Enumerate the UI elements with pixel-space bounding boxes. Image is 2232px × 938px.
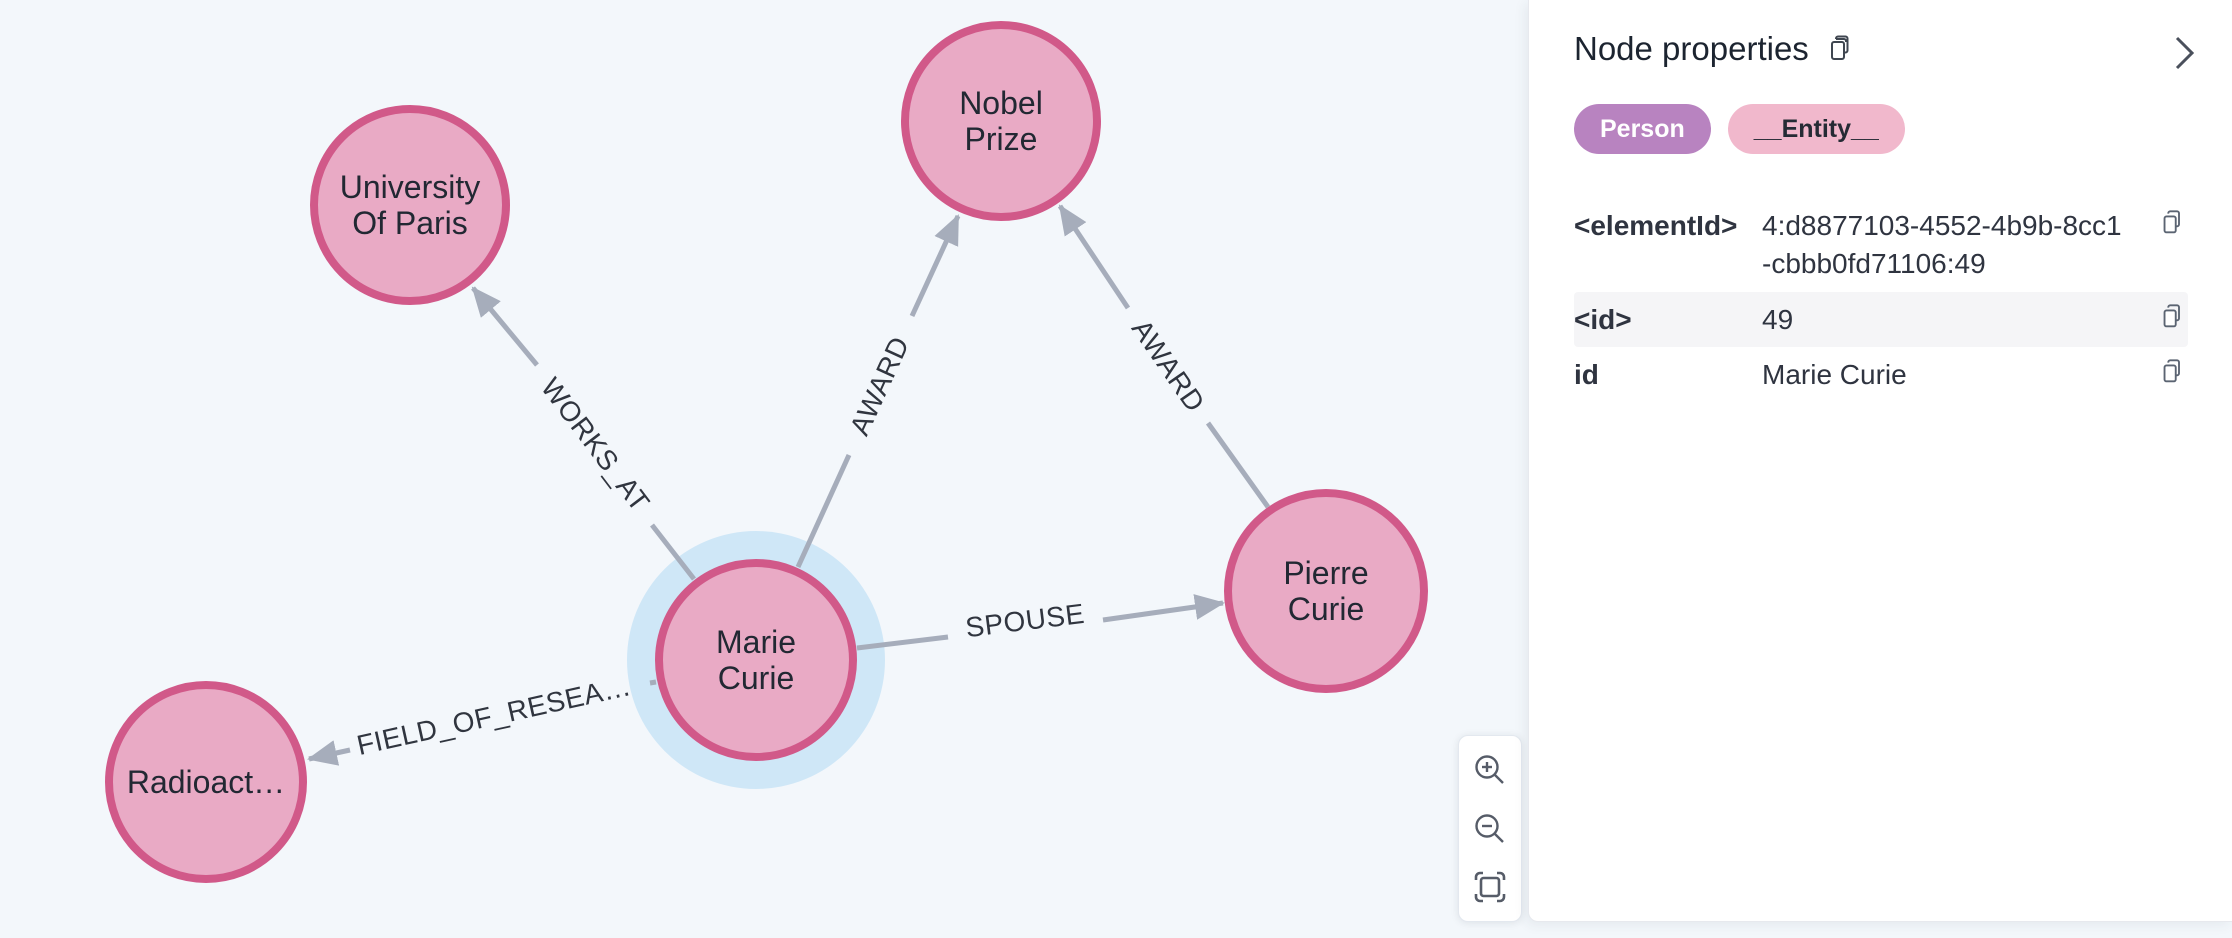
copy-property-button[interactable] (2158, 303, 2186, 331)
node-label: Curie (1287, 591, 1365, 627)
zoom-in-button[interactable] (1472, 752, 1508, 788)
fit-to-screen-button[interactable] (1472, 869, 1508, 905)
property-value: 4:d8877103-4552-4b9b-8cc1-cbbb0fd71106:4… (1762, 210, 2122, 279)
node-radioactivity[interactable]: Radioact… (105, 681, 307, 883)
property-key: <id> (1574, 303, 1632, 335)
node-label: Marie (715, 623, 796, 660)
fit-to-screen-icon (1474, 871, 1506, 903)
node-marie-curie[interactable]: Marie Curie (655, 559, 857, 761)
node-properties-panel: Node properties Person __Entity__ <eleme… (1528, 0, 2232, 922)
node-label: Pierre (1283, 554, 1369, 591)
collapse-panel-button[interactable] (2166, 32, 2202, 74)
node-label: Nobel (959, 84, 1043, 121)
edge-works-at[interactable] (471, 286, 696, 581)
panel-header: Node properties (1574, 30, 2195, 70)
zoom-out-icon (1475, 813, 1504, 843)
property-key: <elementId> (1574, 210, 1738, 241)
property-row-elementid: <elementId> 4:d8877103-4552-4b9b-8cc1-cb… (1574, 198, 2188, 292)
node-label: University (339, 168, 481, 205)
copy-icon (2163, 359, 2180, 383)
copy-all-properties-button[interactable] (1825, 34, 1855, 64)
edge-award-marie[interactable] (795, 214, 961, 569)
node-label: Radioact… (126, 763, 286, 800)
edge-field-of-research[interactable] (307, 679, 657, 766)
zoom-in-icon (1475, 755, 1504, 784)
node-label: Of Paris (352, 205, 468, 241)
edge-award-pierre[interactable] (1057, 204, 1271, 509)
node-nobel-prize[interactable]: Nobel Prize (901, 21, 1101, 221)
properties-table: <elementId> 4:d8877103-4552-4b9b-8cc1-cb… (1574, 198, 2188, 403)
copy-property-button[interactable] (2158, 209, 2186, 237)
node-label: Curie (717, 660, 795, 696)
property-row-id: id Marie Curie (1574, 347, 2188, 403)
node-university-of-paris[interactable]: University Of Paris (310, 105, 510, 305)
copy-icon (2163, 210, 2180, 234)
chevron-right-icon (2175, 36, 2195, 70)
property-key: id (1574, 359, 1599, 391)
property-value: Marie Curie (1762, 359, 1907, 391)
badge-person[interactable]: Person (1574, 104, 1711, 154)
property-row-id-internal: <id> 49 (1574, 291, 2188, 348)
edge-spouse[interactable] (856, 594, 1225, 651)
node-label: Prize (964, 121, 1038, 157)
badge-entity[interactable]: __Entity__ (1727, 104, 1905, 154)
copy-icon (2163, 303, 2180, 327)
copy-icon (1830, 35, 1849, 60)
node-label-badges: Person __Entity__ (1574, 104, 2188, 154)
panel-title: Node properties (1574, 30, 1809, 67)
node-pierre-curie[interactable]: Pierre Curie (1224, 489, 1428, 693)
property-value: 49 (1762, 303, 1794, 335)
zoom-toolbar (1458, 735, 1522, 922)
zoom-out-button[interactable] (1472, 811, 1508, 847)
copy-property-button[interactable] (2158, 358, 2186, 386)
